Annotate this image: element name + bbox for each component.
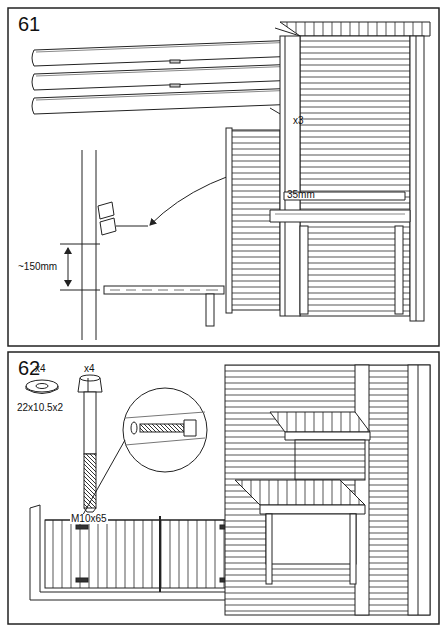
- quantity-label: x3: [293, 116, 304, 126]
- sauna-interior: [226, 22, 430, 321]
- quantity-label: x4: [84, 364, 95, 374]
- bolt: [78, 375, 102, 512]
- backrest-boards: [32, 40, 302, 114]
- quantity-label: x4: [35, 364, 46, 374]
- dimension-label: ~150mm: [18, 262, 57, 272]
- panel-frame: [8, 8, 439, 346]
- side-view: [60, 150, 224, 340]
- part-size-label: M10x65: [70, 514, 108, 524]
- part-size-label: 22x10.5x2: [17, 403, 63, 413]
- step-number: 61: [18, 14, 40, 34]
- panel-frame: [8, 352, 439, 624]
- sauna-benches: [225, 365, 430, 615]
- dimension-label: 35mm: [287, 190, 315, 200]
- detail-circle: [80, 388, 207, 520]
- washer: [26, 380, 58, 394]
